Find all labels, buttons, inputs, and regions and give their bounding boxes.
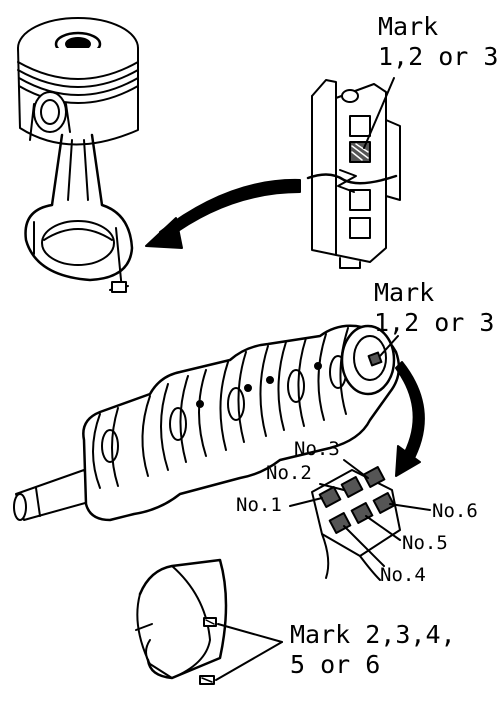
journal-label-no2: No.2	[266, 464, 312, 483]
bearing-shell	[136, 560, 282, 684]
journal-label-no5: No.5	[402, 534, 448, 553]
connecting-rod-closeup	[308, 78, 400, 268]
journal-label-no1: No.1	[236, 496, 282, 515]
bearing-mark-line1: Mark 2,3,4,	[290, 622, 456, 647]
bearing-mark-line2: 5 or 6	[290, 652, 380, 677]
piston-and-connecting-rod	[18, 18, 138, 292]
journal-label-no6: No.6	[432, 502, 478, 521]
arrow-rod-to-bigend	[146, 180, 300, 248]
crank-mark-title: Mark	[374, 280, 434, 305]
crank-mark-values: 1,2 or 3	[374, 310, 494, 335]
arrow-crank-to-closeup	[396, 362, 424, 476]
rod-mark-title: Mark	[378, 14, 438, 39]
rod-mark-values: 1,2 or 3	[378, 44, 498, 69]
journal-label-no4: No.4	[380, 566, 426, 585]
journal-label-no3: No.3	[294, 440, 340, 459]
